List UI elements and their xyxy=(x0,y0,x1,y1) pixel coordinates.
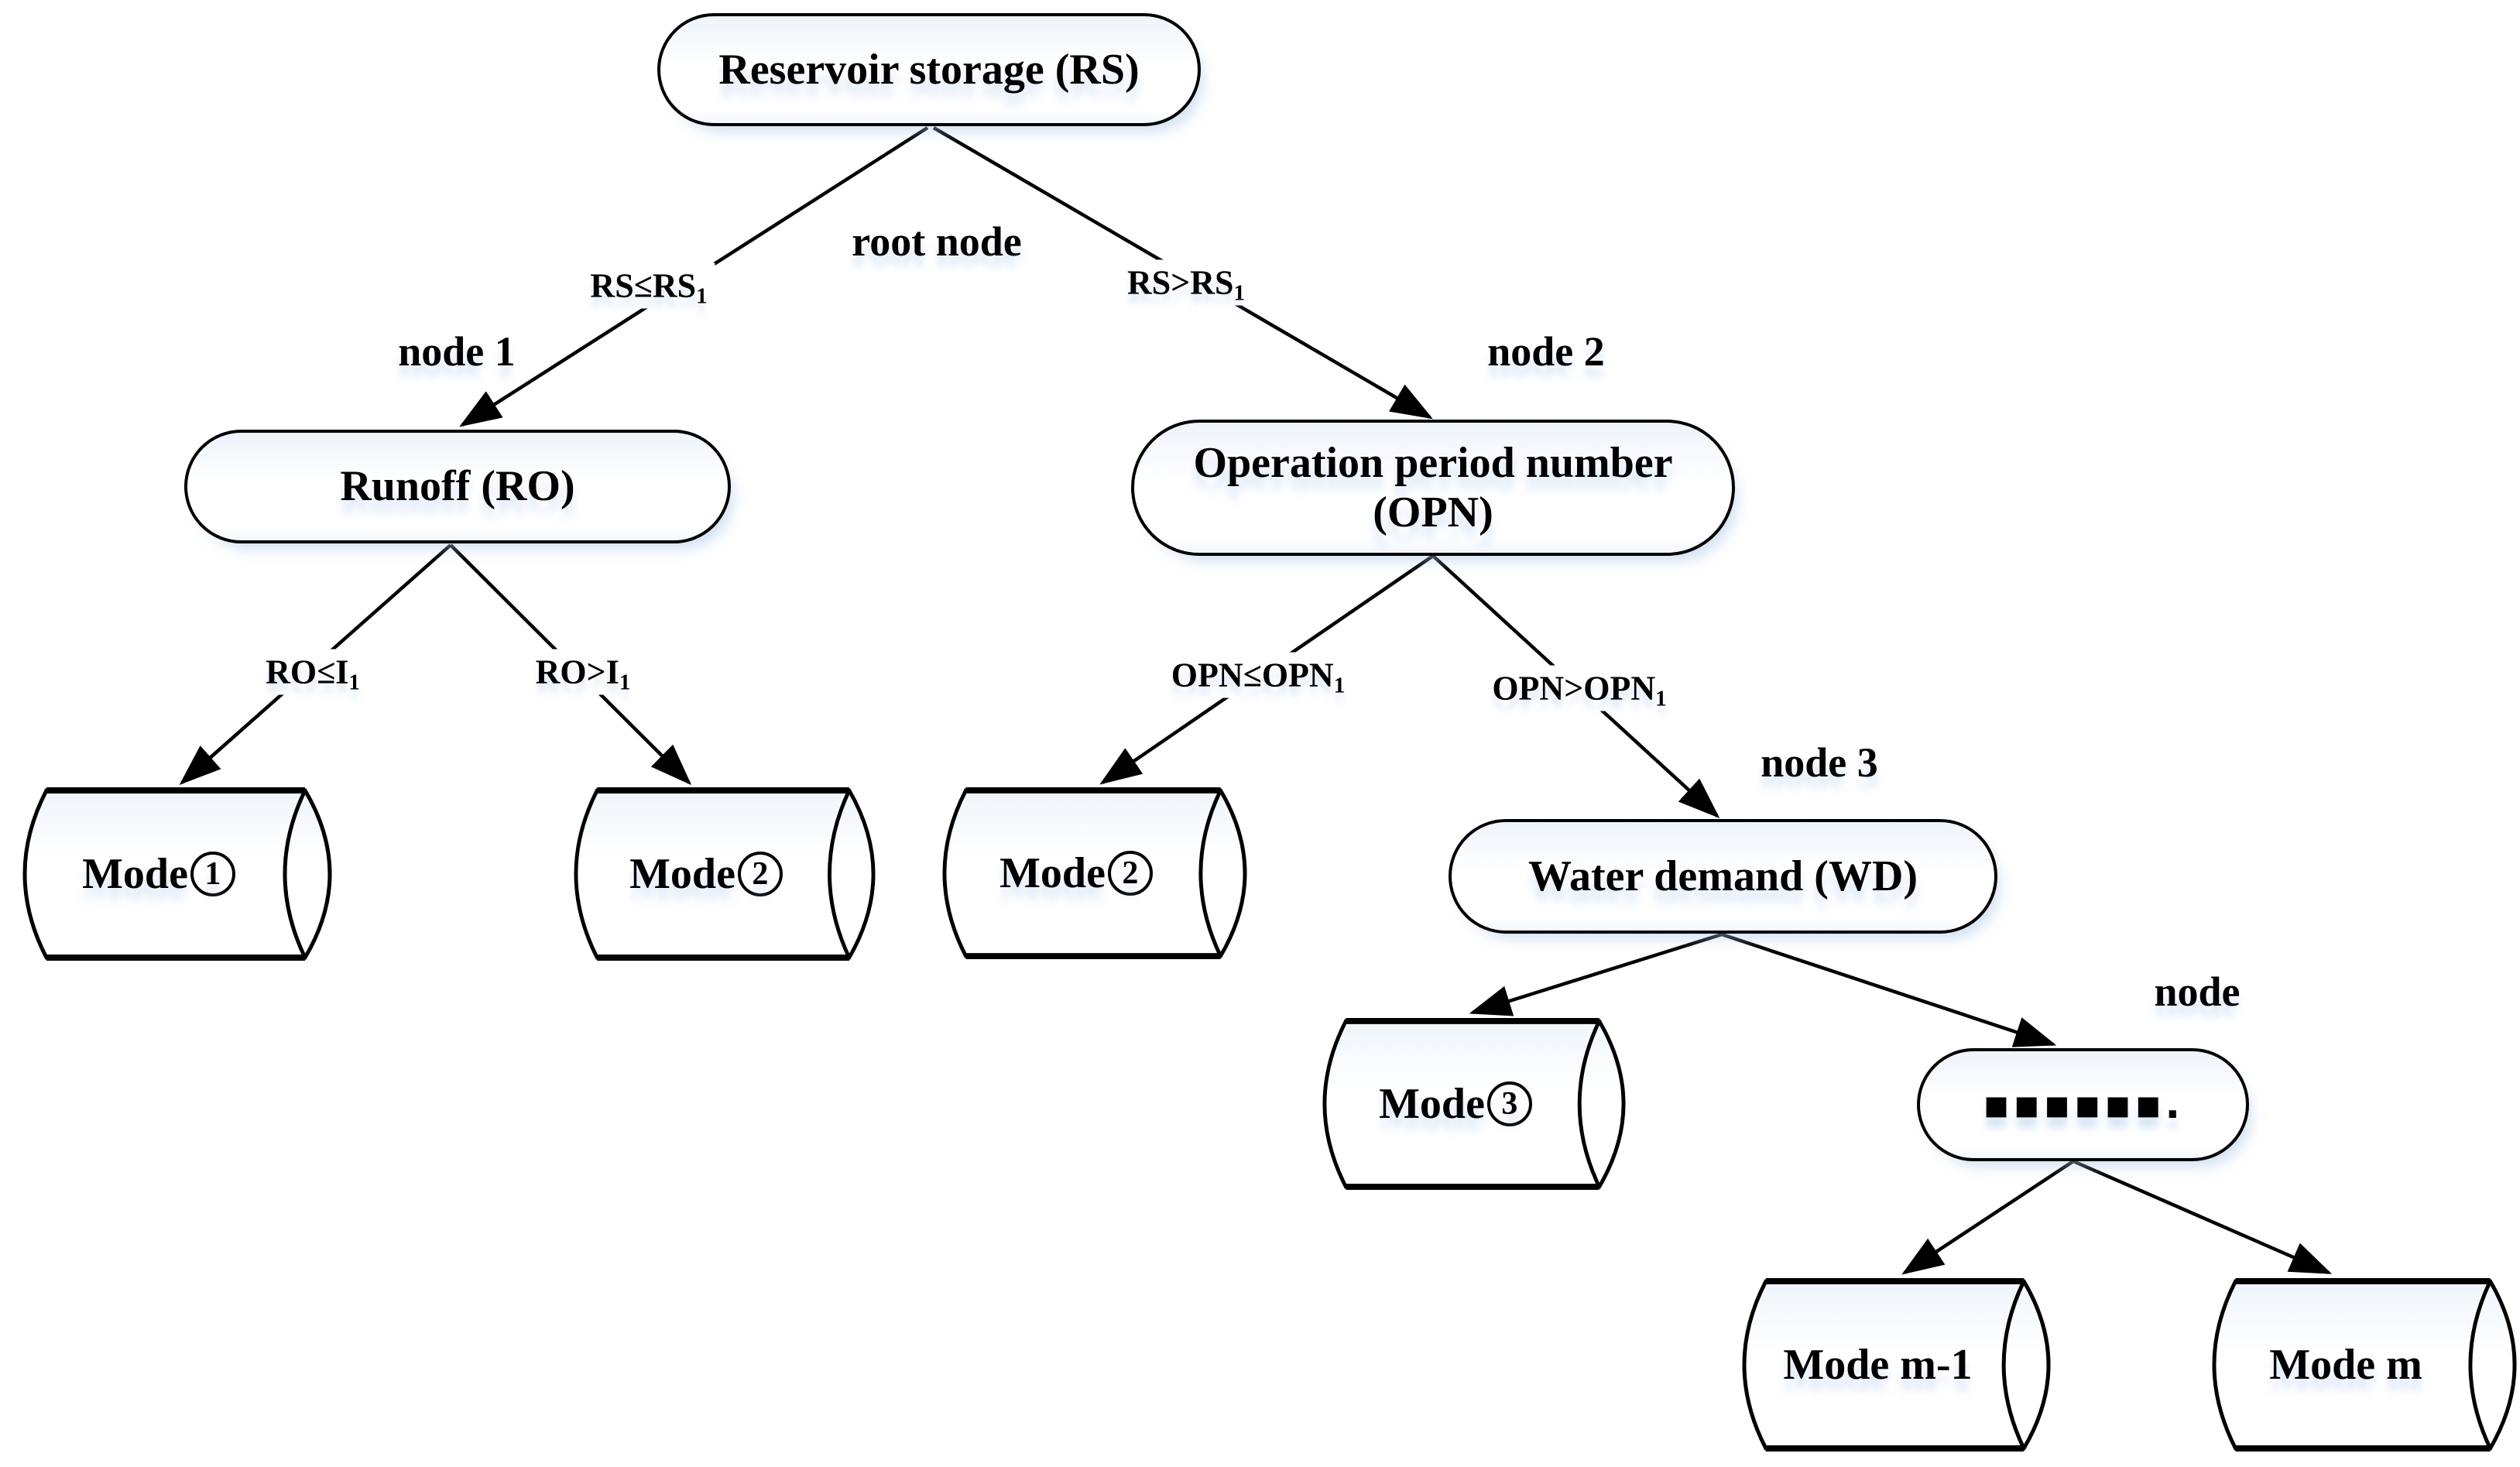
cylinder-shape xyxy=(1322,1017,1626,1191)
branch-label-rs-le: RS≤RS1 xyxy=(582,262,715,309)
cylinder-shape xyxy=(1742,1278,2051,1452)
branch-label-rs-le-text: RS≤RS xyxy=(590,266,697,305)
node-reservoir-storage: Reservoir storage (RS) xyxy=(657,13,1201,126)
circled-number-2: 2 xyxy=(737,852,783,896)
node-water-demand-label: Water demand (WD) xyxy=(1528,852,1918,900)
circled-number-2: 2 xyxy=(1107,851,1153,896)
edge-ellipsis-to-modem1 xyxy=(1901,1160,2075,1275)
subscript: 1 xyxy=(1655,686,1667,711)
annotation-node-2: node 2 xyxy=(1487,328,1605,375)
node-opn-label-line1: Operation period number xyxy=(1193,438,1673,487)
branch-label-ro-le: RO≤I1 xyxy=(258,649,368,695)
node-opn-label-line2: (OPN) xyxy=(1373,488,1493,536)
annotation-node-3: node 3 xyxy=(1761,739,1878,786)
node-runoff-label: Runoff (RO) xyxy=(340,462,575,511)
leaf-mode-3-label: Mode 3 xyxy=(1323,1017,1625,1191)
annotation-node-1: node 1 xyxy=(398,328,516,375)
cylinder-shape xyxy=(942,787,1247,960)
branch-label-ro-le-text: RO≤I xyxy=(266,653,349,691)
circled-number-3: 3 xyxy=(1486,1081,1532,1126)
leaf-mode-3: Mode 3 xyxy=(1322,1017,1626,1191)
circled-number-1: 1 xyxy=(190,852,235,896)
leaf-mode-m: Mode m xyxy=(2212,1277,2517,1452)
leaf-text: Mode xyxy=(999,849,1106,897)
edge-wd-to-mode3 xyxy=(1469,932,1723,1016)
leaf-text: Mode m-1 xyxy=(1783,1341,1973,1389)
branch-label-opn-le: OPN≤OPN1 xyxy=(1163,652,1353,698)
branch-label-opn-gt-text: OPN>OPN xyxy=(1492,669,1656,708)
node-ellipsis: ▪▪▪▪▪▪. xyxy=(1917,1048,2249,1161)
branch-label-ro-gt: RO>I1 xyxy=(527,649,639,695)
annotation-node-4: node xyxy=(2154,968,2241,1015)
subscript: 1 xyxy=(696,283,708,309)
subscript: 1 xyxy=(619,670,631,695)
edge-wd-to-ellipsis xyxy=(1721,932,2057,1047)
leaf-mode-m-1: Mode m-1 xyxy=(1742,1277,2051,1452)
node-reservoir-storage-label: Reservoir storage (RS) xyxy=(718,45,1140,94)
cylinder-shape xyxy=(22,787,332,961)
branch-label-opn-gt: OPN>OPN1 xyxy=(1484,665,1675,711)
node-water-demand: Water demand (WD) xyxy=(1449,819,1997,934)
annotation-root-node: root node xyxy=(852,218,1022,265)
cylinder-shape xyxy=(574,787,876,961)
edge-ellipsis-to-modem xyxy=(2073,1159,2333,1275)
branch-label-rs-gt: RS>RS1 xyxy=(1119,259,1253,306)
node-opn-label: Operation period number (OPN) xyxy=(1193,438,1672,538)
node-runoff: Runoff (RO) xyxy=(184,430,731,543)
subscript: 1 xyxy=(1233,280,1246,306)
subscript: 1 xyxy=(1333,673,1346,698)
node-ellipsis-label: ▪▪▪▪▪▪. xyxy=(1982,1081,2184,1128)
cylinder-shape xyxy=(2212,1278,2517,1452)
leaf-text: Mode xyxy=(82,850,188,898)
leaf-text: Mode xyxy=(629,850,735,898)
subscript: 1 xyxy=(348,670,360,695)
branch-label-opn-le-text: OPN≤OPN xyxy=(1171,656,1334,694)
leaf-mode-m-label: Mode m xyxy=(2213,1277,2516,1452)
leaf-text: Mode xyxy=(1379,1080,1485,1128)
branch-label-ro-gt-text: RO>I xyxy=(535,653,619,691)
leaf-text: Mode m xyxy=(2269,1341,2422,1389)
node-operation-period-number: Operation period number (OPN) xyxy=(1131,420,1735,556)
leaf-mode-m-1-label: Mode m-1 xyxy=(1743,1277,2050,1452)
branch-label-rs-gt-text: RS>RS xyxy=(1126,263,1234,302)
